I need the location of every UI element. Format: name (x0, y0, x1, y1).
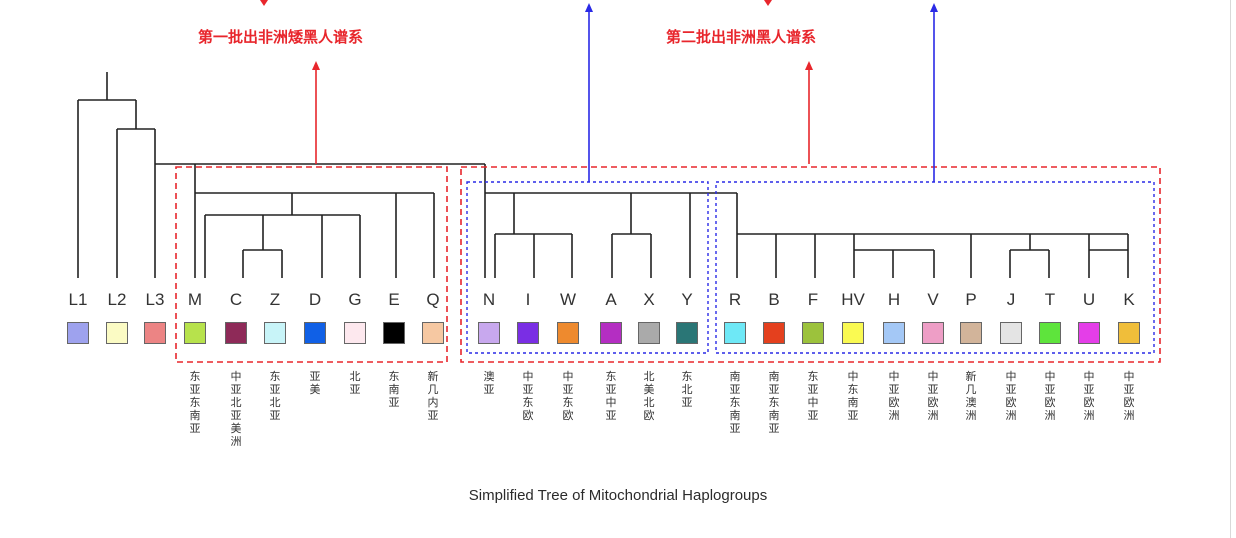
haplogroup-swatch-w (557, 322, 579, 344)
haplogroup-swatch-k (1118, 322, 1140, 344)
haplogroup-label-m: M (187, 290, 203, 309)
haplogroup-swatch-i (517, 322, 539, 344)
haplogroup-swatch-c (225, 322, 247, 344)
haplogroup-swatch-l1 (67, 322, 89, 344)
first-migration-box (175, 166, 448, 363)
region-label-t: 中亚欧洲 (1044, 370, 1056, 422)
region-label-d: 亚美 (309, 370, 321, 396)
migration-arrows (260, 0, 938, 182)
region-label-p: 新几澳洲 (965, 370, 977, 422)
haplogroup-label-a: A (605, 290, 617, 309)
haplogroup-swatch-d (304, 322, 326, 344)
region-label-h: 中亚欧洲 (888, 370, 900, 422)
haplogroup-swatch-n (478, 322, 500, 344)
haplogroup-label-l2: L2 (107, 290, 127, 309)
haplogroup-swatch-u (1078, 322, 1100, 344)
haplogroup-swatch-q (422, 322, 444, 344)
second-migration-label: 第二批出非洲黑人谱系 (666, 28, 817, 46)
haplogroup-swatch-r (724, 322, 746, 344)
region-label-g: 北亚 (349, 370, 361, 396)
region-label-z: 东亚北亚 (269, 370, 281, 422)
region-label-b: 南亚东南亚 (768, 370, 780, 435)
haplogroup-label-g: G (348, 290, 362, 309)
haplogroup-swatch-e (383, 322, 405, 344)
haplogroup-swatch-x (638, 322, 660, 344)
haplogroup-swatch-z (264, 322, 286, 344)
haplogroup-label-y: Y (681, 290, 693, 309)
diagram-caption: Simplified Tree of Mitochondrial Haplogr… (468, 487, 768, 504)
region-label-k: 中亚欧洲 (1123, 370, 1135, 422)
haplogroup-label-z: Z (269, 290, 281, 309)
haplogroup-label-f: F (807, 290, 819, 309)
region-label-y: 东北亚 (681, 370, 693, 409)
haplogroup-label-h: H (887, 290, 901, 309)
haplogroup-label-d: D (308, 290, 322, 309)
haplogroup-swatch-v (922, 322, 944, 344)
haplogroup-swatch-hv (842, 322, 864, 344)
second-migration-box (460, 166, 1161, 363)
haplogroup-swatch-p (960, 322, 982, 344)
haplogroup-label-n: N (482, 290, 496, 309)
haplogroup-label-x: X (643, 290, 655, 309)
haplogroup-label-b: B (768, 290, 780, 309)
region-label-f: 东亚中亚 (807, 370, 819, 422)
region-label-m: 东亚东南亚 (189, 370, 201, 435)
haplogroup-swatch-f (802, 322, 824, 344)
haplogroup-label-u: U (1082, 290, 1096, 309)
haplogroup-swatch-j (1000, 322, 1022, 344)
first-migration-label: 第一批出非洲矮黑人谱系 (198, 28, 364, 46)
region-label-c: 中亚北亚美洲 (230, 370, 242, 448)
haplogroup-swatch-m (184, 322, 206, 344)
haplogroup-swatch-l2 (106, 322, 128, 344)
region-label-e: 东南亚 (388, 370, 400, 409)
region-label-n: 澳亚 (483, 370, 495, 396)
r-clade-box (715, 181, 1155, 354)
haplogroup-label-e: E (388, 290, 400, 309)
region-label-j: 中亚欧洲 (1005, 370, 1017, 422)
haplogroup-swatch-h (883, 322, 905, 344)
tree-branches (77, 72, 1129, 278)
region-label-q: 新几内亚 (427, 370, 439, 422)
haplogroup-label-t: T (1044, 290, 1056, 309)
haplogroup-swatch-b (763, 322, 785, 344)
region-label-hv: 中东南亚 (847, 370, 859, 422)
haplogroup-label-l1: L1 (68, 290, 88, 309)
region-label-a: 东亚中亚 (605, 370, 617, 422)
haplogroup-swatch-y (676, 322, 698, 344)
region-label-u: 中亚欧洲 (1083, 370, 1095, 422)
region-label-v: 中亚欧洲 (927, 370, 939, 422)
haplogroup-label-v: V (927, 290, 939, 309)
page-edge-divider (1230, 0, 1231, 538)
haplogroup-label-c: C (229, 290, 243, 309)
haplogroup-label-l3: L3 (145, 290, 165, 309)
haplogroup-label-hv: HV (841, 290, 865, 309)
region-label-x: 北美北欧 (643, 370, 655, 422)
haplogroup-label-q: Q (426, 290, 440, 309)
n-clade-box (466, 181, 709, 354)
region-label-w: 中亚东欧 (562, 370, 574, 422)
region-label-r: 南亚东南亚 (729, 370, 741, 435)
haplogroup-label-k: K (1123, 290, 1135, 309)
region-label-i: 中亚东欧 (522, 370, 534, 422)
haplogroup-label-w: W (559, 290, 577, 309)
haplogroup-swatch-g (344, 322, 366, 344)
haplogroup-label-j: J (1006, 290, 1016, 309)
haplogroup-label-p: P (965, 290, 977, 309)
haplogroup-label-i: I (525, 290, 531, 309)
haplogroup-swatch-t (1039, 322, 1061, 344)
haplogroup-swatch-a (600, 322, 622, 344)
haplogroup-label-r: R (728, 290, 742, 309)
haplogroup-swatch-l3 (144, 322, 166, 344)
